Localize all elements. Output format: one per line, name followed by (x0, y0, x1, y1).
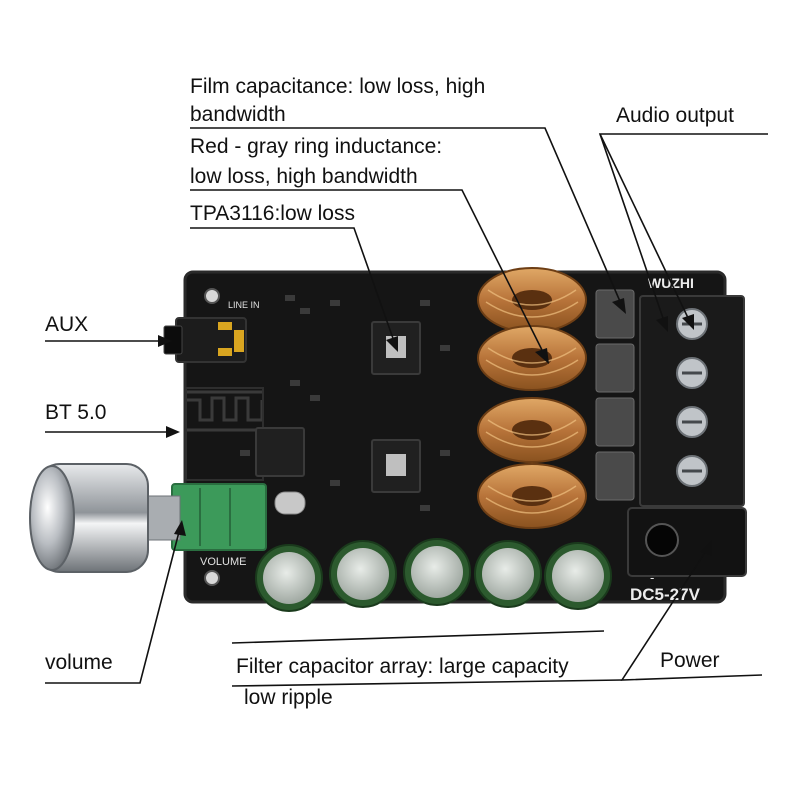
arrowhead (166, 426, 180, 438)
silk-volume: VOLUME (200, 556, 246, 568)
terminal-screw (676, 357, 708, 389)
leader-filter-bottom (231, 679, 623, 687)
label-filter-capacitor-line1: Filter capacitor array: large capacity (236, 655, 569, 678)
label-volume: volume (45, 651, 113, 674)
terminal-block (639, 295, 745, 507)
smd-component (290, 380, 300, 386)
smd-component (330, 480, 340, 486)
aux-jack-pin (218, 322, 232, 330)
film-capacitor-3 (595, 397, 635, 447)
silk-minus: - (650, 570, 654, 585)
smd-component (420, 505, 430, 511)
leader-film-capacitance (190, 127, 623, 307)
arrowhead (700, 540, 712, 556)
label-ring-inductance-line2: low loss, high bandwidth (190, 165, 418, 188)
smd-component (330, 300, 340, 306)
aux-jack-pin (234, 330, 244, 352)
silk-line-in: LINE IN (228, 300, 260, 310)
silk-voltage: DC5-27V (630, 585, 701, 604)
leader-power (620, 547, 763, 681)
film-capacitor-4 (595, 451, 635, 501)
inductor-2 (477, 325, 587, 391)
filter-capacitor-5 (544, 542, 612, 610)
bt-antenna-trace (186, 390, 264, 432)
filter-capacitor-3 (403, 538, 471, 606)
label-filter-capacitor-line2: low ripple (244, 686, 333, 709)
leader-ring-inductance (190, 189, 546, 357)
leader-filter-top (231, 630, 605, 644)
label-audio-output: Audio output (616, 104, 734, 127)
smd-component (440, 450, 450, 456)
dc-jack-socket (645, 523, 679, 557)
arrowhead (535, 348, 549, 364)
inductor-1 (477, 267, 587, 333)
arrowhead (682, 314, 694, 330)
arrowhead (612, 298, 626, 314)
film-capacitor-2 (595, 343, 635, 393)
filter-capacitor-4 (474, 540, 542, 608)
crystal (274, 491, 306, 515)
smd-component (300, 308, 310, 314)
filter-capacitor-2 (329, 540, 397, 608)
mounting-hole (204, 288, 220, 304)
smd-component (440, 345, 450, 351)
label-ring-inductance-line1: Red - gray ring inductance: (190, 135, 443, 158)
filter-capacitor-1 (255, 544, 323, 612)
chip-pad (386, 454, 406, 476)
leader-audio-output-2 (599, 133, 691, 323)
volume-potentiometer (171, 483, 267, 551)
film-capacitor-1 (595, 289, 635, 339)
terminal-screw (676, 406, 708, 438)
smd-component (420, 300, 430, 306)
label-power: Power (660, 649, 720, 672)
smd-component (240, 450, 250, 456)
label-aux: AUX (45, 313, 89, 336)
inductor-3 (477, 397, 587, 463)
label-tpa3116: TPA3116:low loss (190, 202, 355, 225)
label-film-capacitance-line1: Film capacitance: low loss, high (190, 75, 486, 98)
inductor-4 (477, 463, 587, 529)
arrowhead (386, 336, 398, 352)
label-film-capacitance-line2: bandwidth (190, 103, 286, 126)
aux-jack-pin (218, 348, 232, 356)
inductor-windings (485, 289, 579, 514)
mounting-hole (204, 570, 220, 586)
leader-tpa3116 (190, 227, 396, 345)
leader-volume (45, 527, 181, 684)
arrowhead (158, 335, 172, 347)
pcb-board (185, 272, 725, 602)
smd-component (310, 395, 320, 401)
bt-chip (255, 427, 305, 477)
smd-component (285, 295, 295, 301)
label-bt: BT 5.0 (45, 401, 107, 424)
arrowhead (656, 316, 668, 332)
terminal-screw (676, 455, 708, 487)
arrowhead (174, 520, 186, 536)
volume-knob-face (29, 465, 75, 571)
